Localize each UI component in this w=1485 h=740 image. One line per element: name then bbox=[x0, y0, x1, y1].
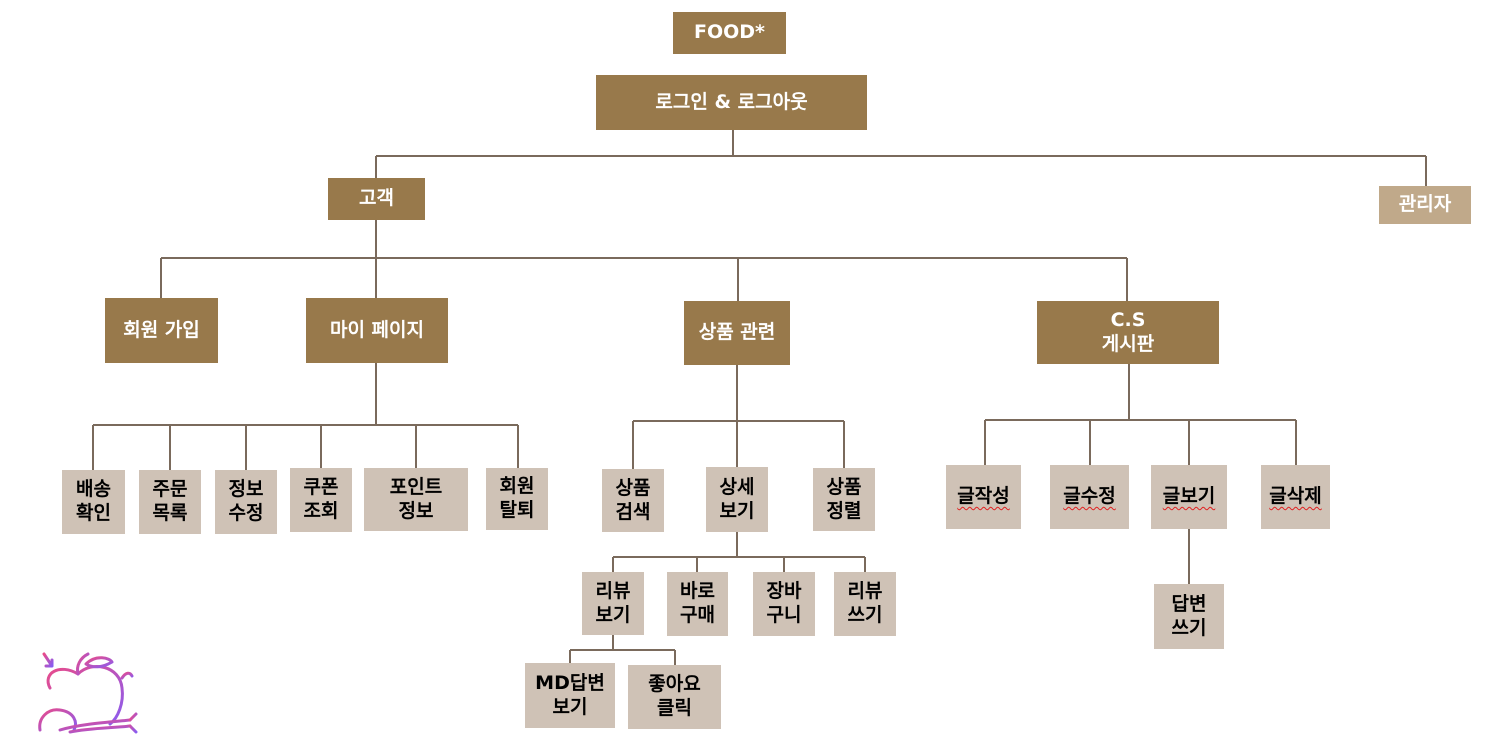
node-mypage: 마이 페이지 bbox=[306, 298, 448, 363]
node-login-logout: 로그인 & 로그아웃 bbox=[596, 75, 867, 130]
node-edit-info: 정보 수정 bbox=[215, 470, 277, 534]
node-coupon-view: 쿠폰 조회 bbox=[290, 468, 352, 532]
delete-post-label: 글삭제 bbox=[1269, 485, 1322, 508]
node-cs-board: C.S 게시판 bbox=[1037, 301, 1219, 364]
node-delete-post: 글삭제 bbox=[1261, 465, 1330, 529]
node-delivery-check: 배송 확인 bbox=[62, 470, 125, 534]
write-post-label: 글작성 bbox=[957, 485, 1010, 508]
node-product-sort: 상품 정렬 bbox=[813, 468, 875, 531]
node-md-answer: MD답변 보기 bbox=[525, 663, 615, 728]
node-review-view: 리뷰 보기 bbox=[582, 572, 644, 635]
node-write-answer: 답변 쓰기 bbox=[1154, 584, 1224, 649]
node-product-search: 상품 검색 bbox=[602, 469, 664, 532]
node-view-post: 글보기 bbox=[1151, 465, 1227, 529]
fruit-logo-icon bbox=[38, 652, 138, 734]
node-cart: 장바 구니 bbox=[753, 572, 815, 636]
node-customer: 고객 bbox=[328, 178, 425, 220]
edit-post-label: 글수정 bbox=[1063, 485, 1116, 508]
view-post-label: 글보기 bbox=[1162, 485, 1216, 508]
node-review-write: 리뷰 쓰기 bbox=[834, 572, 896, 636]
node-edit-post: 글수정 bbox=[1050, 465, 1129, 529]
node-admin: 관리자 bbox=[1379, 186, 1471, 224]
node-like-click: 좋아요 클릭 bbox=[628, 665, 721, 729]
node-point-info: 포인트 정보 bbox=[364, 468, 468, 531]
node-food-root: FOOD* bbox=[673, 12, 786, 54]
node-signup: 회원 가입 bbox=[105, 298, 218, 363]
node-write-post: 글작성 bbox=[946, 465, 1021, 529]
node-product: 상품 관련 bbox=[684, 301, 790, 365]
node-order-list: 주문 목록 bbox=[139, 470, 201, 534]
node-buy-now: 바로 구매 bbox=[667, 572, 728, 636]
node-withdraw: 회원 탈퇴 bbox=[486, 468, 548, 530]
node-detail-view: 상세 보기 bbox=[706, 467, 768, 532]
